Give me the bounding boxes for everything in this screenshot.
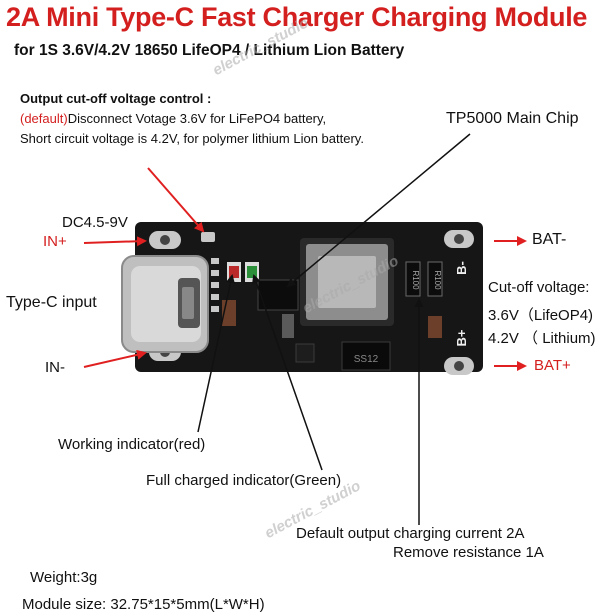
annotation-arrows (83, 167, 527, 371)
red-led (227, 262, 241, 282)
arrow-in-minus (83, 349, 147, 368)
weight-label: Weight:3g (30, 569, 98, 586)
cutoff-control-line1: (default)Disconnect Votage 3.6V for LiFe… (20, 111, 326, 126)
resistor-r100-2: R100 (427, 261, 443, 297)
page-subtitle: for 1S 3.6V/4.2V 18650 LifeOP4 / Lithium… (14, 42, 405, 59)
arrow-main-chip (286, 133, 471, 288)
cutoff-select-pad (201, 232, 215, 242)
arrow-in-plus (83, 236, 147, 247)
black-annotation-arrows (197, 133, 471, 525)
inductor (300, 238, 394, 326)
bat-plus-pad (444, 357, 474, 375)
charging-current-line1: Default output charging current 2A (296, 525, 525, 542)
cutoff-voltage-heading: Cut-off voltage: (488, 279, 590, 296)
capacitor-2 (428, 316, 442, 338)
diode-ss12: SS12 (341, 341, 391, 371)
cutoff-control-heading: Output cut-off voltage control : (20, 91, 212, 106)
typec-input-label: Type-C input (6, 294, 97, 311)
diode-code: SS12 (354, 354, 379, 365)
in-plus-pad (149, 231, 181, 249)
pcb-b-plus: B+ (454, 329, 469, 346)
working-indicator-label: Working indicator(red) (58, 436, 206, 453)
connector-pads (211, 258, 219, 312)
arrow-working-indicator (197, 274, 235, 433)
green-led (245, 262, 259, 282)
type-c-connector (121, 255, 209, 353)
cutoff-control-line1-text: Disconnect Votage 3.6V for LiFePO4 batte… (67, 111, 327, 126)
small-component (295, 343, 315, 363)
pcb-b-minus: B- (454, 261, 469, 275)
bat-minus-label: BAT- (532, 231, 567, 248)
input-voltage-label: DC4.5-9V (62, 214, 128, 231)
default-tag: (default) (20, 111, 68, 126)
cutoff-voltage-line2: 4.2V （ Lithium) (488, 330, 596, 347)
module-size-label: Module size: 32.75*15*5mm(L*W*H) (22, 596, 265, 613)
cutoff-control-line2: Short circuit voltage is 4.2V, for polym… (20, 131, 364, 146)
arrow-full-indicator (252, 274, 323, 471)
resistor-code: R100 (433, 270, 442, 290)
cutoff-voltage-line1: 3.6V（LifeOP4) (488, 307, 594, 324)
main-chip-label: TP5000 Main Chip (446, 110, 579, 127)
in-minus-label: IN- (45, 359, 65, 376)
bat-minus-pad (444, 230, 474, 248)
page-title: 2A Mini Type-C Fast Charger Charging Mod… (6, 2, 588, 32)
full-indicator-label: Full charged indicator(Green) (146, 472, 342, 489)
arrow-cutoff-select (147, 167, 205, 233)
charging-current-line2: Remove resistance 1A (393, 544, 544, 561)
resistor-code: R100 (411, 270, 420, 290)
in-plus-label: IN+ (43, 233, 67, 250)
resistor-r100-1: R100 (405, 261, 421, 297)
bat-plus-label: BAT+ (534, 357, 571, 374)
resistor (282, 314, 294, 338)
